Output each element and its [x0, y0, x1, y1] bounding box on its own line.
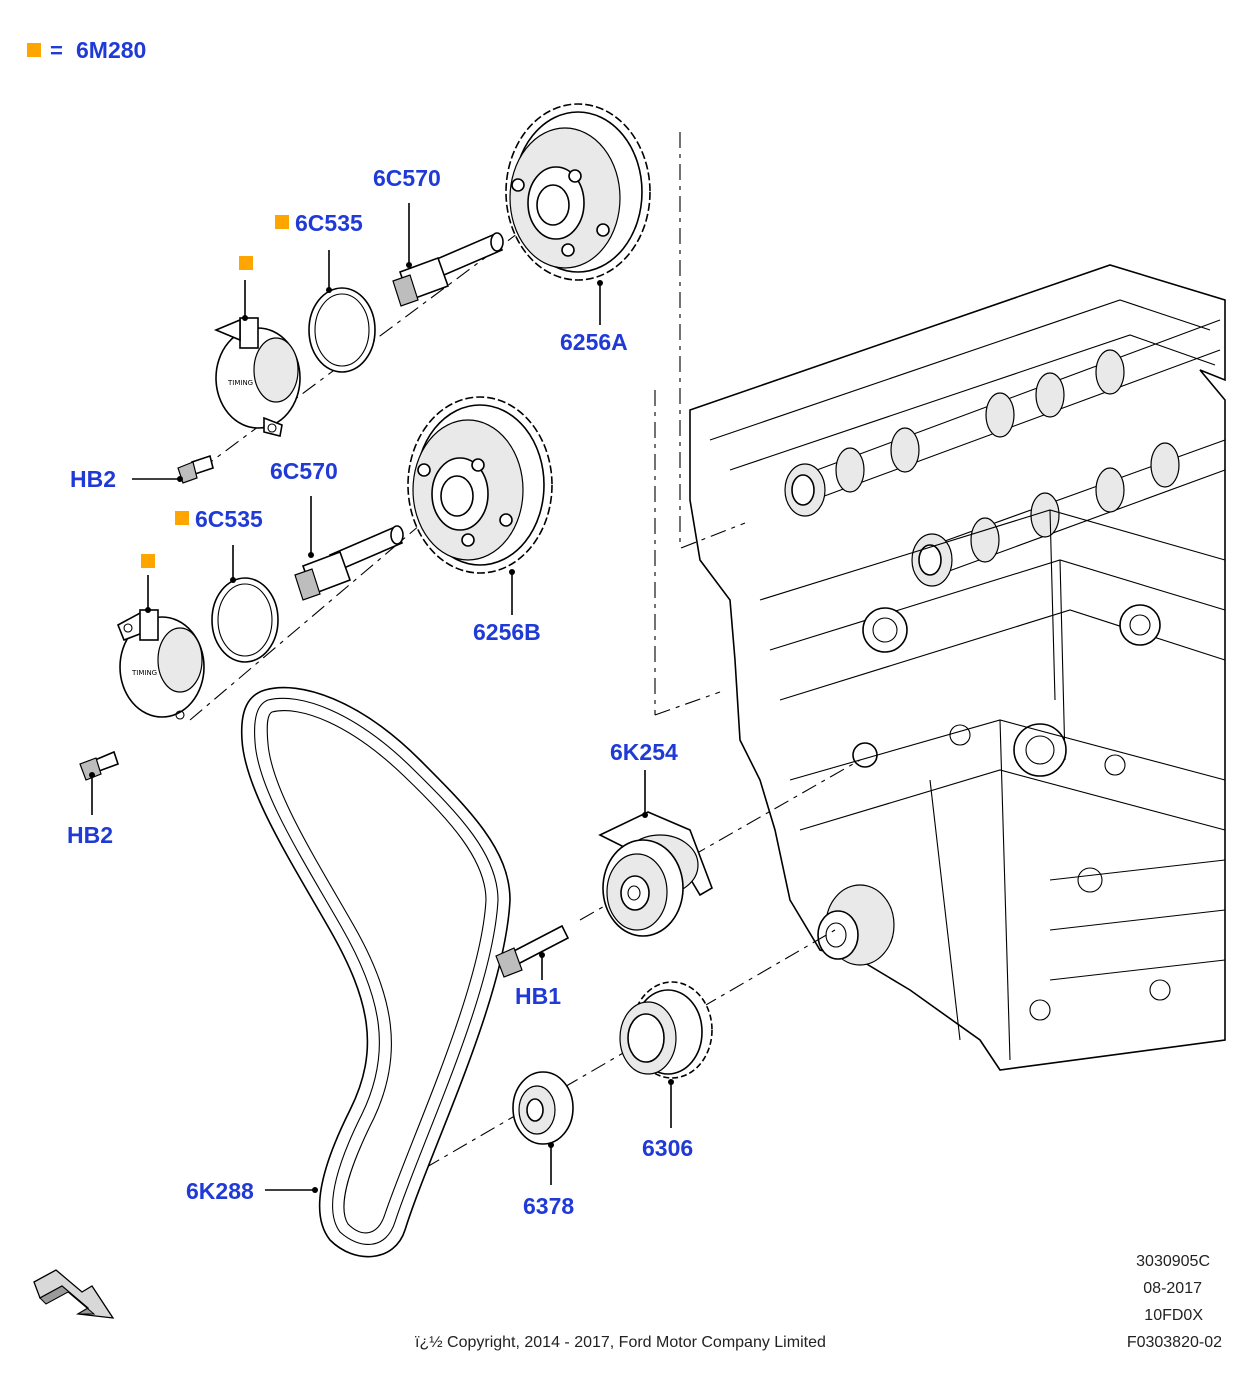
- sprocket-6256a: [505, 103, 651, 281]
- bolt-hb2-lower: [79, 750, 120, 781]
- label-sprocket-upper: 6256A: [560, 329, 628, 355]
- marker-seal-upper-icon: [275, 215, 289, 229]
- copyright-text: ï¿½ Copyright, 2014 - 2017, Ford Motor C…: [415, 1334, 826, 1351]
- label-tensioner: 6K254: [610, 739, 678, 765]
- legend-equals: =: [50, 38, 63, 63]
- svg-text:TIMING: TIMING: [131, 669, 157, 677]
- meta-model: 10FD0X: [1144, 1307, 1203, 1324]
- timing-belt-6k288: [240, 686, 511, 1258]
- meta-date: 08-2017: [1143, 1280, 1202, 1297]
- lower-vct-assembly: TIMING: [79, 396, 553, 781]
- label-tensioner-bolt: HB1: [515, 983, 561, 1009]
- seal-6c535-lower: [211, 577, 279, 663]
- cam-bolt-6c570-lower: [294, 525, 404, 601]
- label-bolt-upper: HB2: [70, 466, 116, 492]
- upper-vct-assembly: TIMING: [177, 103, 651, 484]
- washer-6378: [512, 1071, 574, 1145]
- engine-block-illustration: [689, 264, 1226, 1071]
- meta-code: 3030905C: [1136, 1253, 1210, 1270]
- solenoid-6m280-upper: TIMING: [213, 317, 301, 437]
- label-seal-lower: 6C535: [195, 506, 263, 532]
- label-bolt-lower: HB2: [67, 822, 113, 848]
- orange-markers: [141, 215, 289, 568]
- meta-figure: F0303820-02: [1127, 1334, 1222, 1351]
- crank-sprocket-6306: [619, 981, 713, 1079]
- label-cam-bolt-lower: 6C570: [270, 458, 338, 484]
- legend-marker-icon: [27, 43, 41, 57]
- front-arrow-icon: [33, 1269, 115, 1319]
- svg-text:TIMING: TIMING: [227, 379, 253, 387]
- leader-lines: [89, 203, 674, 1193]
- label-crank-sprocket: 6306: [642, 1135, 693, 1161]
- upper-camshaft: [784, 319, 1221, 517]
- label-washer: 6378: [523, 1193, 574, 1219]
- marker-solenoid-upper-icon: [239, 256, 253, 270]
- crankshaft-nose: [817, 884, 895, 966]
- tensioner-6k254: [598, 811, 713, 937]
- bolt-hb2-upper: [177, 454, 214, 484]
- label-cam-bolt-upper: 6C570: [373, 165, 441, 191]
- meta-block: 3030905C 08-2017 10FD0X F0303820-02 ï¿½ …: [415, 1253, 1222, 1351]
- label-seal-upper: 6C535: [295, 210, 363, 236]
- cam-bolt-6c570-upper: [392, 232, 504, 307]
- label-sprocket-lower: 6256B: [473, 619, 541, 645]
- part-labels: 6C570 6C535 6256A HB2 6C570 6C535 6256B …: [67, 165, 693, 1219]
- tensioner-bolt-hb1: [495, 924, 570, 978]
- marker-seal-lower-icon: [175, 511, 189, 525]
- legend: = 6M280: [27, 37, 146, 63]
- label-belt: 6K288: [186, 1178, 254, 1204]
- marker-solenoid-lower-icon: [141, 554, 155, 568]
- lower-camshaft: [911, 439, 1226, 587]
- sprocket-6256b: [407, 396, 553, 574]
- solenoid-6m280-lower: TIMING: [116, 609, 205, 720]
- seal-6c535-upper: [308, 287, 376, 373]
- legend-part-number: 6M280: [76, 37, 146, 63]
